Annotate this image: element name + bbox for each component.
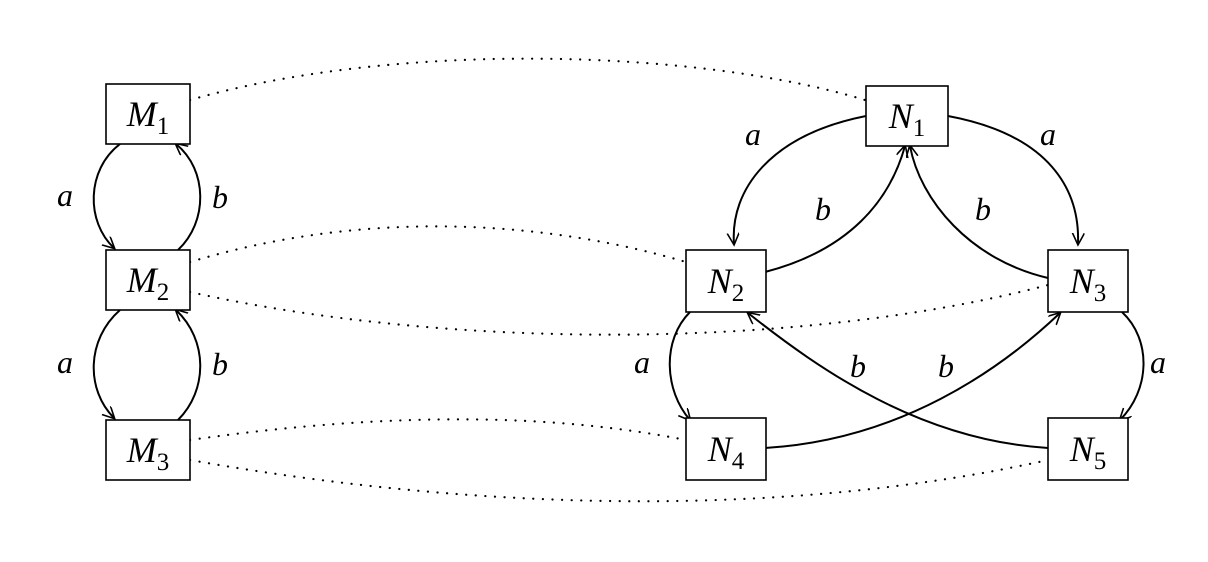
edge-m2-m3-arrow: [92, 309, 121, 418]
svg-text:N5: N5: [1069, 429, 1107, 475]
edge-label-n3-n1: b: [975, 191, 991, 227]
edge-label-n3-n5: a: [1150, 344, 1166, 380]
edge-label-n1-n3: a: [1040, 116, 1056, 152]
svg-text:M3: M3: [126, 430, 170, 476]
edge-n1-n3-arrow: [947, 115, 1078, 244]
node-m3-letter: M: [126, 430, 159, 470]
node-n2: N2: [685, 249, 767, 313]
node-m1-subscript: 1: [157, 113, 170, 140]
correspondence-m1-n1: [188, 57, 867, 102]
edge-labels: a b a b a b a b a b b a: [57, 116, 1166, 384]
node-n5-subscript: 5: [1094, 448, 1107, 475]
svg-text:M1: M1: [126, 94, 170, 140]
svg-text:N1: N1: [888, 96, 926, 142]
node-m1: M1: [105, 83, 191, 145]
edge-label-m2-m3: a: [57, 344, 73, 380]
node-m3-subscript: 3: [157, 449, 170, 476]
node-n2-subscript: 2: [732, 280, 745, 307]
edge-label-n1-n2: a: [745, 116, 761, 152]
edge-m1-m2-arrow: [92, 143, 121, 248]
edge-n2-n4-arrow: [668, 311, 690, 420]
svg-text:N4: N4: [707, 429, 745, 475]
edge-label-m2-m1: b: [212, 179, 228, 215]
edge-label-n2-n4: a: [634, 344, 650, 380]
edge-n3-n5-arrow: [1120, 311, 1145, 420]
edge-n4-n3-arrow: [764, 313, 1060, 449]
edge-m2-m1-arrow: [176, 144, 202, 251]
svg-text:M2: M2: [126, 260, 170, 306]
correspondence-m2-n2: [188, 225, 688, 264]
correspondence-m3-n4: [188, 418, 688, 442]
correspondence-lines: [188, 57, 1050, 503]
node-n1-letter: N: [888, 96, 915, 136]
edge-n1-n2-arrow: [734, 115, 867, 244]
correspondence-m2-n3: [188, 283, 1050, 336]
edge-n2-n1-arrow: [764, 146, 905, 273]
correspondence-m3-n5: [188, 458, 1050, 503]
edge-label-n2-n1: b: [815, 191, 831, 227]
edge-n3-n1-arrow: [910, 146, 1049, 279]
node-n1: N1: [865, 85, 949, 147]
node-n2-letter: N: [707, 261, 734, 301]
node-n3: N3: [1047, 249, 1129, 313]
edge-label-m1-m2: a: [57, 177, 73, 213]
node-n5-letter: N: [1069, 429, 1096, 469]
node-n3-letter: N: [1069, 261, 1096, 301]
svg-text:N2: N2: [707, 261, 745, 307]
node-n5: N5: [1047, 417, 1129, 481]
edge-label-n5-n2: b: [850, 348, 866, 384]
edge-n5-n2-arrow: [748, 313, 1049, 449]
node-n1-subscript: 1: [913, 115, 926, 142]
node-m1-letter: M: [126, 94, 159, 134]
node-m2-subscript: 2: [157, 279, 170, 306]
node-n3-subscript: 3: [1094, 280, 1107, 307]
node-m2-letter: M: [126, 260, 159, 300]
edge-m3-m2-arrow: [176, 310, 202, 421]
transition-edges: [92, 115, 1145, 449]
svg-text:N3: N3: [1069, 261, 1107, 307]
edge-label-m3-m2: b: [212, 346, 228, 382]
node-n4-subscript: 4: [732, 448, 745, 475]
node-m2: M2: [105, 249, 191, 311]
node-n4: N4: [685, 417, 767, 481]
node-m3: M3: [105, 419, 191, 481]
edge-label-n4-n3: b: [938, 348, 954, 384]
node-n4-letter: N: [707, 429, 734, 469]
